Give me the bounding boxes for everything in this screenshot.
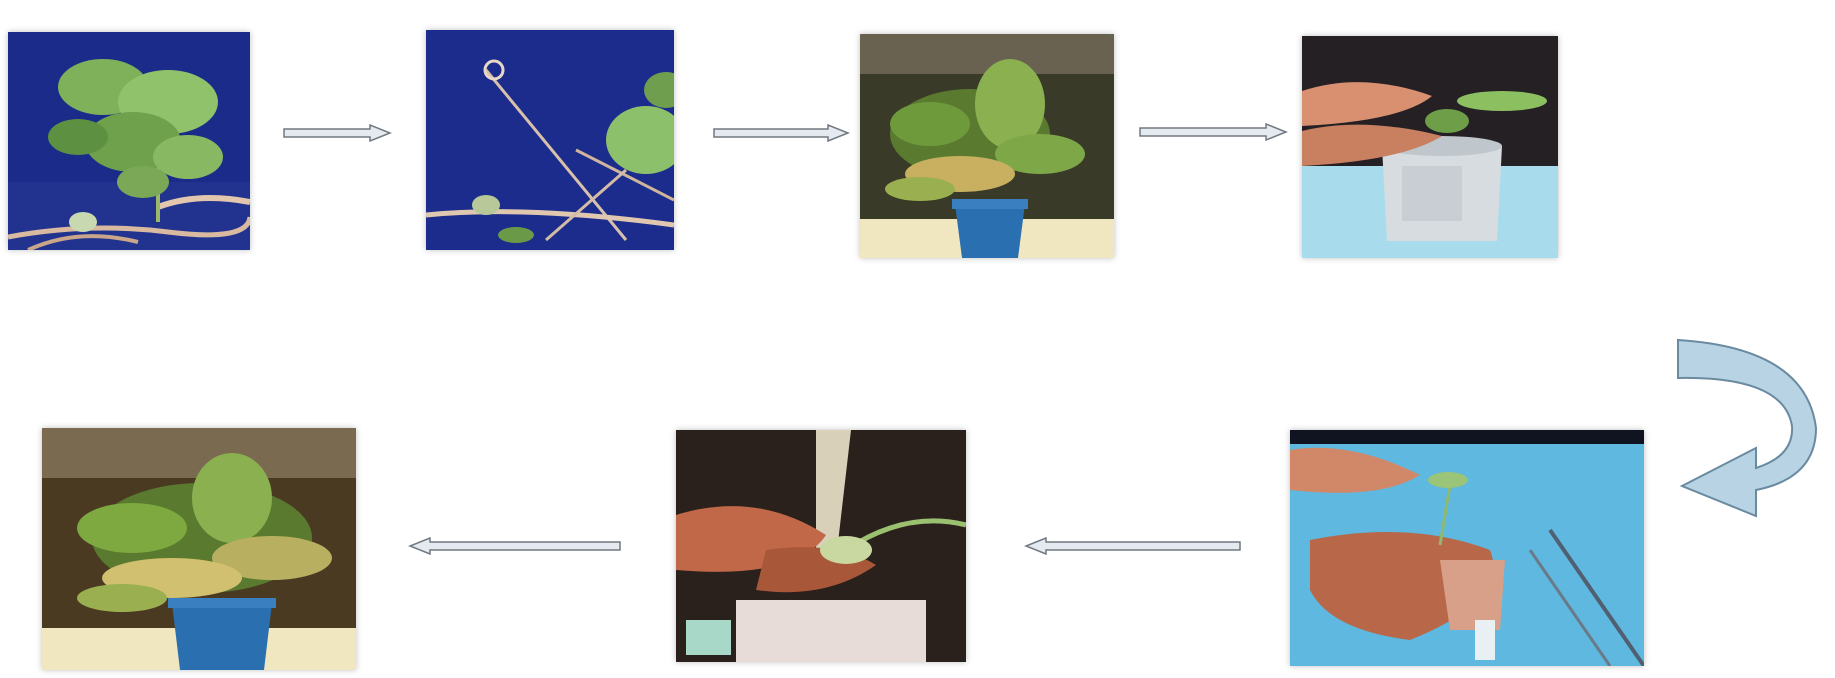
curved-arrow-down-left-icon bbox=[1676, 338, 1826, 524]
arrow-right-icon bbox=[282, 124, 392, 142]
arrow-left-icon bbox=[408, 537, 622, 555]
step-4-hands-inserting-cutting-photo bbox=[1302, 36, 1558, 258]
step-5-hands-holding-plantlet-photo bbox=[1290, 430, 1644, 666]
step-7-final-potted-plant-photo bbox=[42, 428, 356, 670]
step-2-cut-leaf-photo bbox=[426, 30, 674, 250]
step-1-plant-photo bbox=[8, 32, 250, 250]
step-6-hands-transplanting-photo bbox=[676, 430, 966, 662]
step-3-potted-plant-photo bbox=[860, 34, 1114, 258]
arrow-right-icon bbox=[1138, 123, 1288, 141]
arrow-right-icon bbox=[712, 124, 850, 142]
arrow-left-icon bbox=[1024, 537, 1242, 555]
